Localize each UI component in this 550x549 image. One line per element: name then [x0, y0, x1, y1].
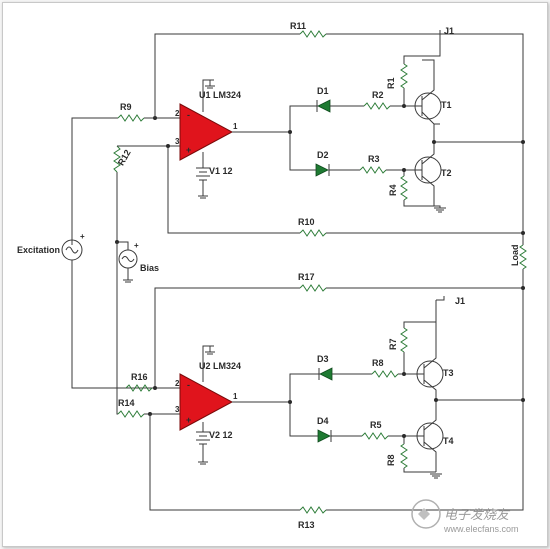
resistor-r5 — [361, 432, 389, 440]
u1-minus: - — [187, 110, 190, 120]
excitation-plus: + — [80, 232, 85, 241]
t1-label: T1 — [441, 100, 452, 110]
u2-pin2: 2 — [175, 379, 180, 388]
d2-label: D2 — [317, 150, 329, 160]
diode-d3 — [319, 367, 333, 381]
diode-d4 — [317, 429, 331, 443]
u2-plus: + — [186, 415, 191, 425]
r11-label: R11 — [290, 21, 306, 31]
r1-label: R1 — [386, 77, 396, 89]
v1-label: V1 12 — [209, 166, 233, 176]
r5-label: R5 — [370, 420, 382, 430]
watermark: 电子发烧友 www.elecfans.com — [411, 499, 519, 534]
r16-label: R16 — [131, 372, 148, 382]
t2-label: T2 — [441, 168, 452, 178]
opamp-u2 — [179, 373, 234, 431]
t4-label: T4 — [443, 436, 454, 446]
resistor-r13 — [299, 506, 327, 514]
r8-bottom-label: R8 — [386, 454, 396, 466]
resistor-r7 — [400, 327, 408, 353]
r8-top-label: R8 — [372, 358, 384, 368]
resistor-r10 — [299, 229, 327, 237]
r10-label: R10 — [298, 217, 315, 227]
u1-pin3: 3 — [175, 137, 180, 146]
r13-label: R13 — [298, 520, 315, 530]
j1-bot-label: J1 — [455, 296, 465, 306]
load-label: Load — [510, 245, 520, 267]
excitation-label: Excitation — [17, 245, 60, 255]
u2-pin3: 3 — [175, 405, 180, 414]
u1-pin1: 1 — [233, 122, 238, 131]
resistor-r1 — [400, 63, 408, 89]
resistor-r8-top — [371, 370, 399, 378]
resistor-r17 — [299, 284, 327, 292]
resistor-r12 — [113, 145, 121, 173]
resistor-r14 — [117, 410, 145, 418]
watermark-url: www.elecfans.com — [443, 524, 519, 534]
resistor-r2 — [363, 102, 391, 110]
resistor-r8-bottom — [400, 443, 408, 469]
load-resistor — [519, 244, 527, 270]
r9-label: R9 — [120, 102, 132, 112]
watermark-main: 电子发烧友 — [444, 508, 511, 523]
u2-minus: - — [187, 380, 190, 390]
j1-top-label: J1 — [444, 26, 454, 36]
r17-label: R17 — [298, 272, 315, 282]
d3-label: D3 — [317, 354, 329, 364]
resistor-r3 — [359, 166, 387, 174]
r14-label: R14 — [118, 398, 135, 408]
resistor-r4 — [400, 175, 408, 201]
r2-label: R2 — [372, 90, 384, 100]
r12-label: R12 — [116, 148, 133, 167]
v2-label: V2 12 — [209, 430, 233, 440]
u2-pin1: 1 — [233, 392, 238, 401]
r3-label: R3 — [368, 154, 380, 164]
resistor-r16 — [125, 384, 153, 392]
r4-label: R4 — [388, 184, 398, 196]
u2-label: U2 LM324 — [199, 361, 241, 371]
u1-label: U1 LM324 — [199, 90, 241, 100]
resistor-r9 — [117, 114, 145, 122]
opamp-u1 — [179, 103, 234, 161]
bias-label: Bias — [140, 263, 159, 273]
diode-d1 — [317, 99, 331, 113]
diode-d2 — [315, 163, 329, 177]
d1-label: D1 — [317, 86, 329, 96]
t3-label: T3 — [443, 368, 454, 378]
bias-plus: + — [134, 241, 139, 250]
u1-plus: + — [186, 145, 191, 155]
r7-label: R7 — [388, 338, 398, 350]
resistor-r11 — [299, 30, 327, 38]
d4-label: D4 — [317, 416, 329, 426]
u1-pin2: 2 — [175, 109, 180, 118]
